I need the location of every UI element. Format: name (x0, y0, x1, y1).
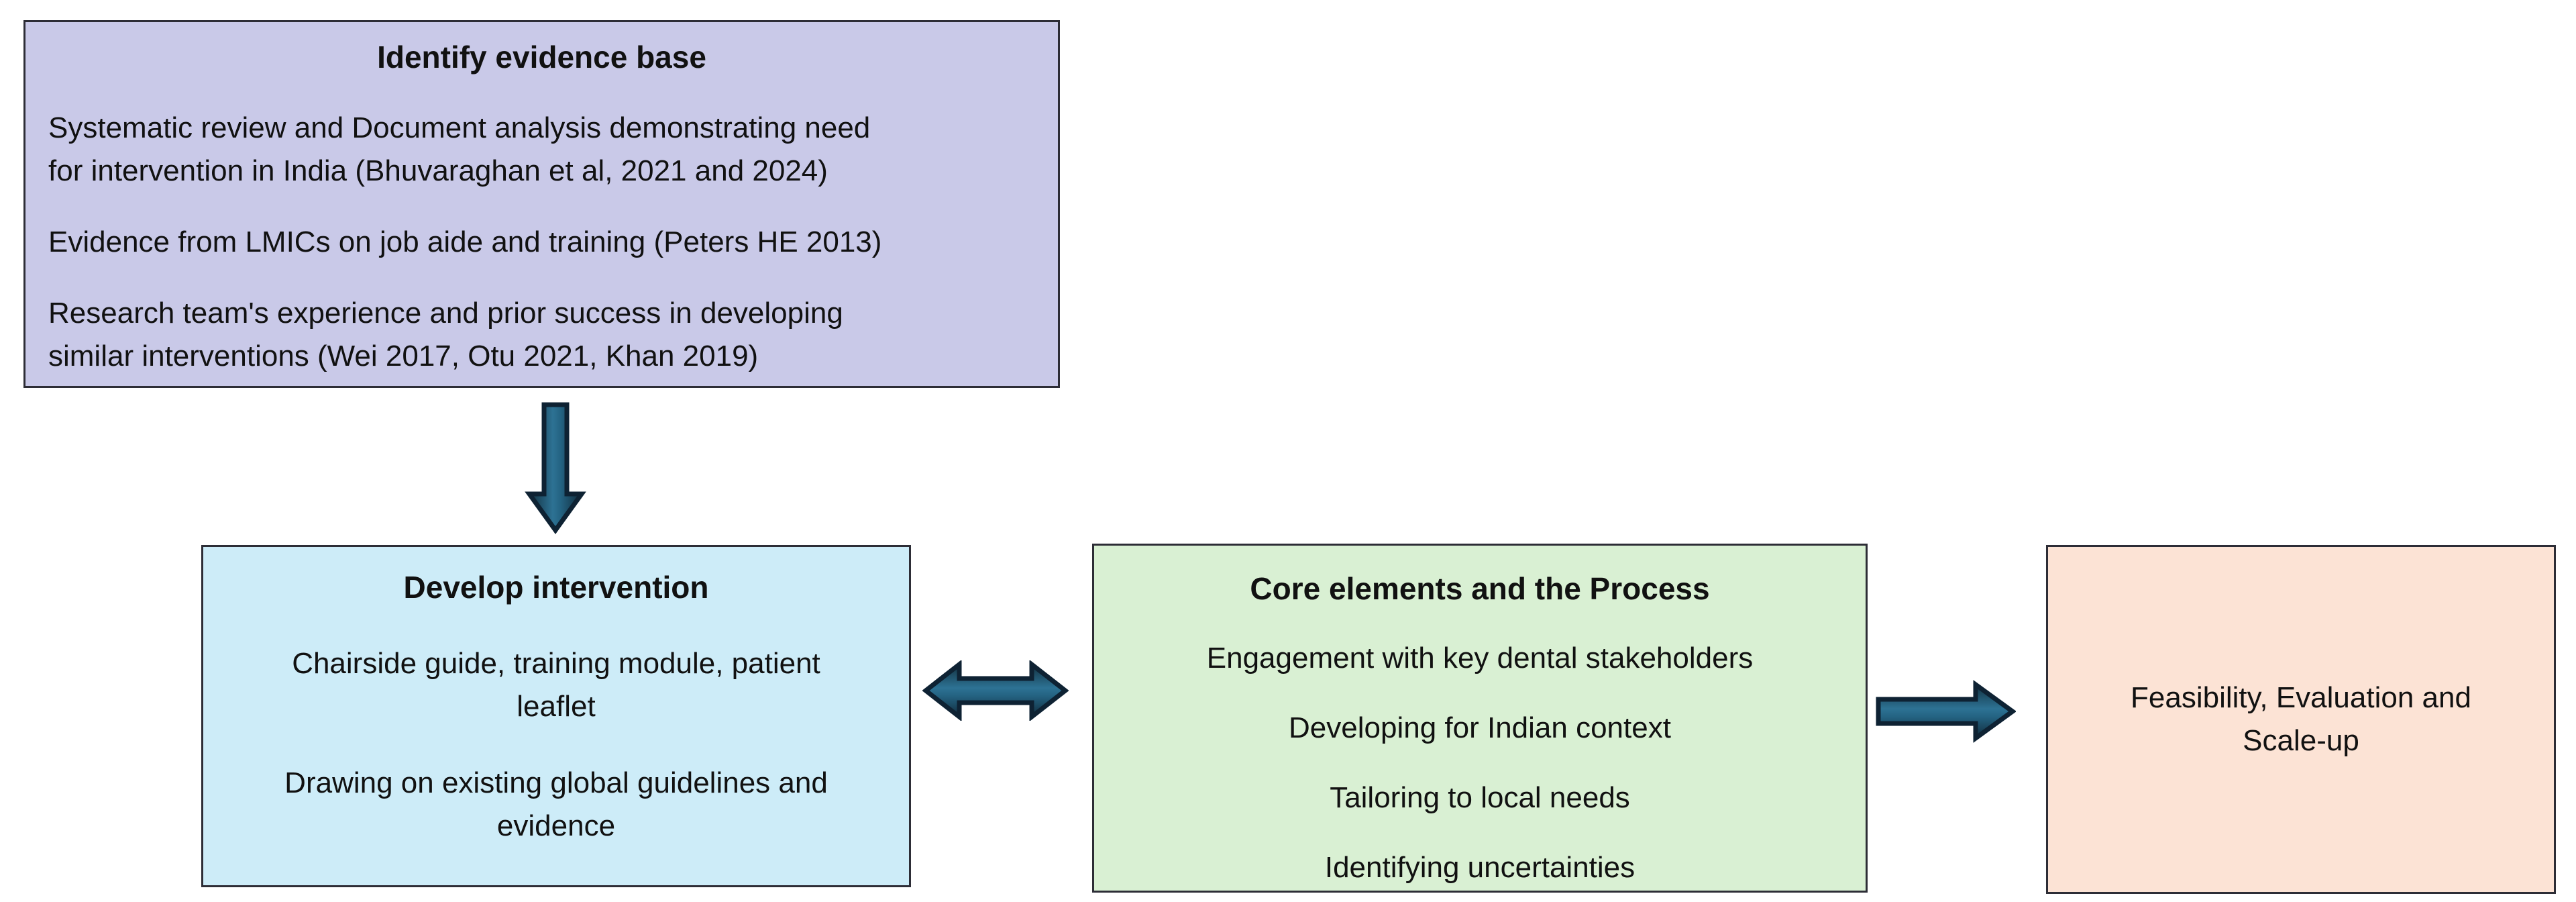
arrow-double-horizontal-icon (922, 660, 1069, 721)
box-paragraph: Evidence from LMICs on job aide and trai… (48, 225, 882, 258)
box-list-item: Tailoring to local needs (1330, 781, 1630, 814)
box-list-item: Engagement with key dental stakeholders (1206, 642, 1754, 675)
box-paragraph: Drawing on existing global guidelines an… (284, 766, 828, 842)
box-feasibility-evaluation-scaleup: Feasibility, Evaluation and Scale-up (2046, 545, 2556, 894)
box-paragraph: Research team's experience and prior suc… (48, 296, 843, 372)
box-title: Develop intervention (403, 570, 709, 605)
box-list-item: Identifying uncertainties (1324, 850, 1635, 884)
box-paragraph: Chairside guide, training module, patien… (292, 647, 820, 723)
arrow-right-icon (1875, 680, 2016, 743)
box-title: Feasibility, Evaluation and Scale-up (2131, 681, 2471, 757)
box-core-elements-process: Core elements and the Process Engagement… (1092, 544, 1868, 893)
box-develop-intervention: Develop intervention Chairside guide, tr… (201, 545, 911, 887)
box-identify-evidence-base: Identify evidence base Systematic review… (23, 20, 1060, 388)
box-paragraph: Systematic review and Document analysis … (48, 111, 871, 188)
box-title: Core elements and the Process (1250, 571, 1710, 606)
box-title: Identify evidence base (377, 40, 706, 74)
box-list-item: Developing for Indian context (1289, 711, 1671, 745)
arrow-down-icon (522, 401, 589, 536)
